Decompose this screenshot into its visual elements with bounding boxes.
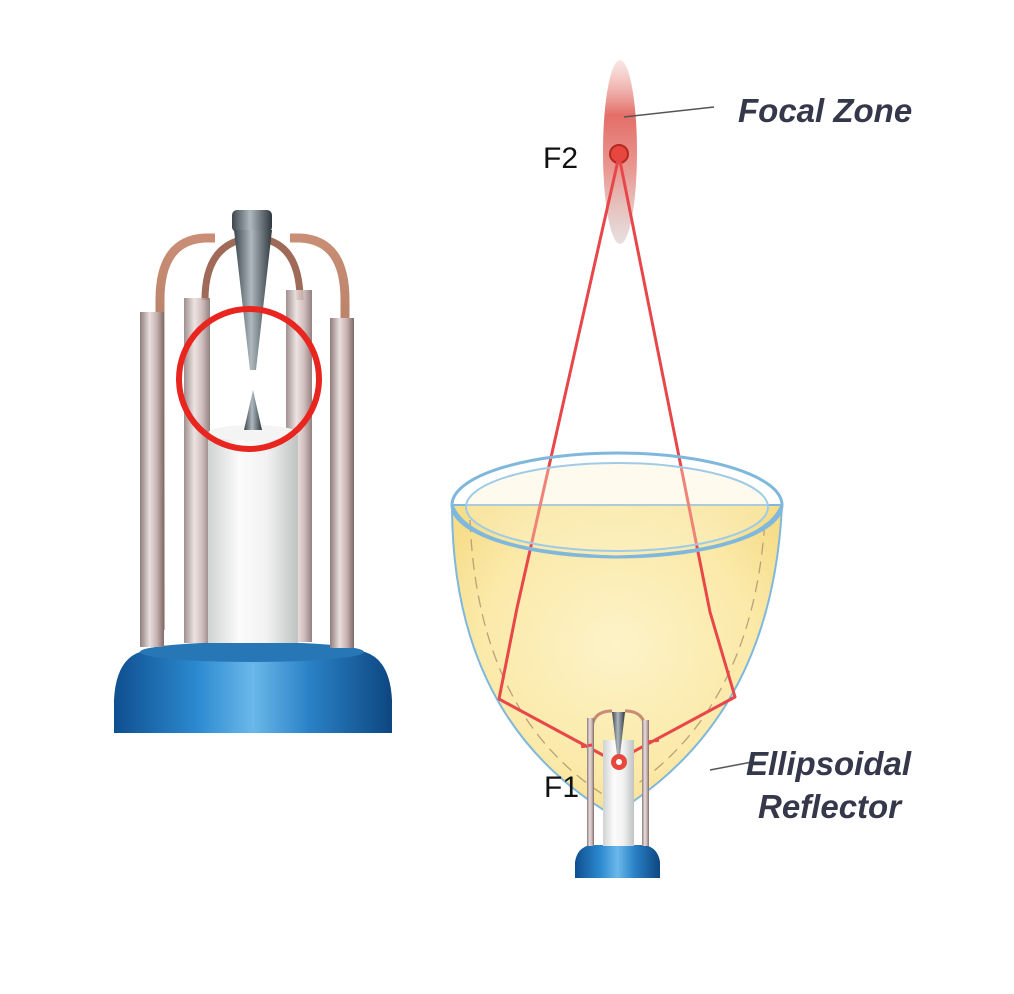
f1-label: F1 — [544, 771, 579, 804]
spark-gap-electrode-small-icon — [575, 709, 660, 878]
spark-gap-highlight-circle — [176, 306, 322, 452]
upper-electrode — [234, 230, 272, 370]
focal-zone-leader — [623, 106, 715, 118]
ray-right — [617, 155, 737, 762]
lower-electrode — [244, 390, 262, 430]
f2-label: F2 — [543, 142, 578, 175]
support-rod — [140, 312, 164, 647]
reflector-label-line1: Ellipsoidal — [746, 745, 912, 782]
reflector-label-line2: Reflector — [758, 788, 903, 825]
electrode-base — [114, 652, 392, 733]
support-rod — [330, 318, 354, 648]
focal-zone-label: Focal Zone — [738, 92, 912, 129]
shock-wave-rays — [497, 155, 737, 762]
support-rod — [184, 298, 210, 643]
insulator-cylinder — [208, 433, 298, 643]
ray-left — [497, 155, 621, 762]
spark-gap-electrode-icon — [114, 210, 392, 733]
reflector-leader — [709, 761, 753, 771]
